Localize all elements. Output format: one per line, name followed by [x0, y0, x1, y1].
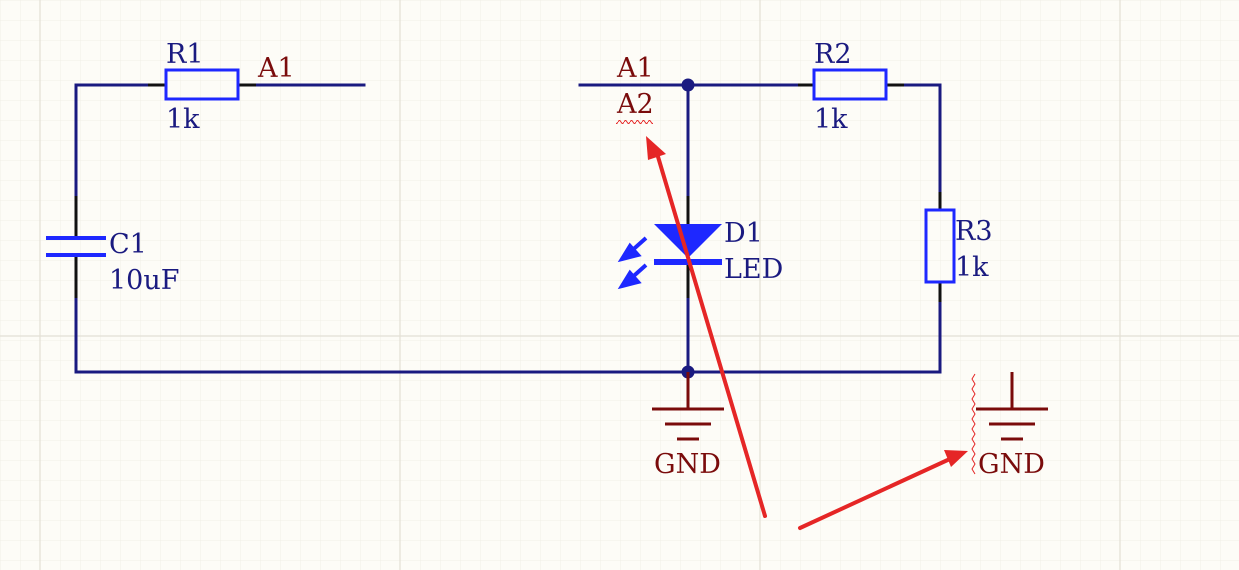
net-label-a1-mid[interactable]: A1 [616, 53, 654, 84]
junction-top [681, 78, 695, 92]
r2-designator: R2 [814, 39, 852, 70]
resistor-r3[interactable] [924, 192, 956, 302]
gnd-symbol-main[interactable] [652, 372, 724, 441]
wire-left-loop[interactable] [74, 83, 150, 198]
gnd-floating-label: GND [978, 449, 1045, 480]
r1-designator: R1 [166, 39, 204, 70]
annotation-arrow-to-a2 [646, 136, 767, 518]
resistor-r2[interactable] [798, 68, 904, 101]
gnd-main-label: GND [654, 449, 721, 480]
r3-value: 1k [955, 252, 989, 283]
r2-value: 1k [814, 104, 848, 135]
c1-value: 10uF [109, 265, 179, 296]
annotation-arrow-to-gnd [798, 450, 968, 530]
gnd-symbol-floating[interactable] [976, 372, 1048, 441]
d1-value: LED [724, 254, 783, 285]
net-label-a1-left[interactable]: A1 [257, 53, 295, 84]
capacitor-c1[interactable] [46, 196, 106, 298]
r1-value: 1k [166, 104, 200, 135]
resistor-r1[interactable] [148, 68, 256, 101]
wires [74, 83, 942, 374]
wire-r2-to-r3[interactable] [902, 83, 942, 194]
d1-designator: D1 [724, 218, 763, 249]
gnd-error-squiggle [971, 373, 976, 475]
a2-error-squiggle [616, 120, 653, 124]
net-label-a2-mid[interactable]: A2 [616, 89, 654, 120]
led-emission-arrows-icon [617, 236, 648, 290]
c1-designator: C1 [109, 229, 147, 260]
r3-designator: R3 [955, 216, 993, 247]
